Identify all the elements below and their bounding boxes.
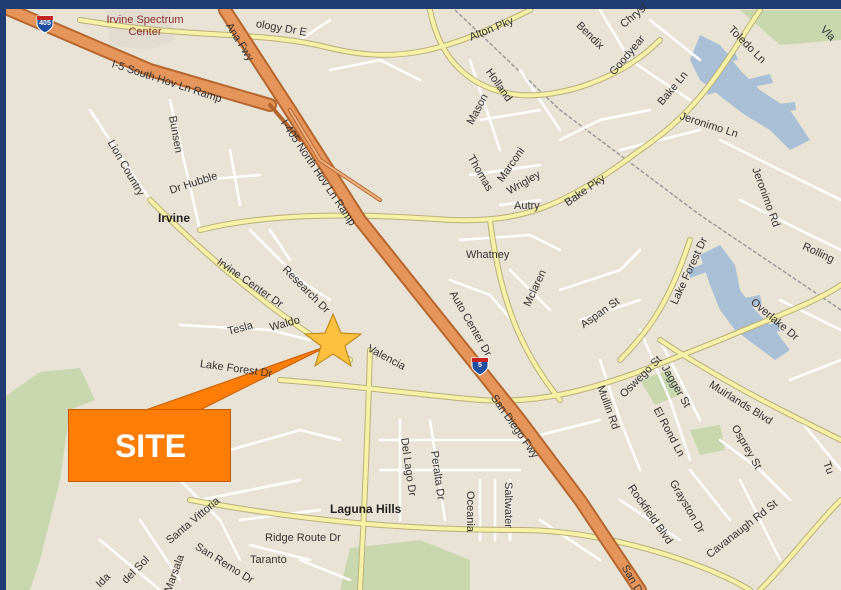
site-callout-label: SITE [114, 428, 187, 464]
park-area-northeast [740, 10, 841, 45]
label-saltwater: Saltwater [502, 482, 514, 528]
label-taranto: Taranto [250, 554, 287, 566]
park-area-east-2 [690, 425, 725, 455]
freeways [3, 3, 647, 590]
label-whatney: Whatney [466, 249, 510, 261]
local-streets [88, 8, 841, 590]
label-irvine: Irvine [158, 211, 191, 225]
label-autry: Autry [514, 200, 540, 212]
label-laguna-hills: Laguna Hills [330, 502, 402, 516]
label-irvine-spectrum-center: Irvine Spectrum Center [106, 14, 184, 38]
park-area-east-1 [640, 370, 680, 405]
label-ridge-route-dr: Ridge Route Dr [265, 532, 341, 544]
lake-north-arms [706, 52, 796, 113]
map-frame-top [0, 0, 841, 9]
map-frame-left [0, 0, 6, 590]
site-callout-box: SITE [68, 409, 231, 482]
park-area-south [340, 540, 470, 590]
lake-north [690, 35, 810, 150]
site-star-icon [303, 312, 363, 368]
railway [454, 9, 841, 311]
interstate-5-number: 5 [478, 362, 482, 369]
park-area-west [0, 368, 95, 590]
label-oceania: Oceania [464, 491, 476, 532]
interstate-405-shield-icon: 405 [35, 14, 55, 34]
interstate-5-shield-icon: 5 [470, 356, 490, 376]
lake-south-arms [688, 262, 780, 338]
interstate-405-number: 405 [39, 20, 51, 27]
